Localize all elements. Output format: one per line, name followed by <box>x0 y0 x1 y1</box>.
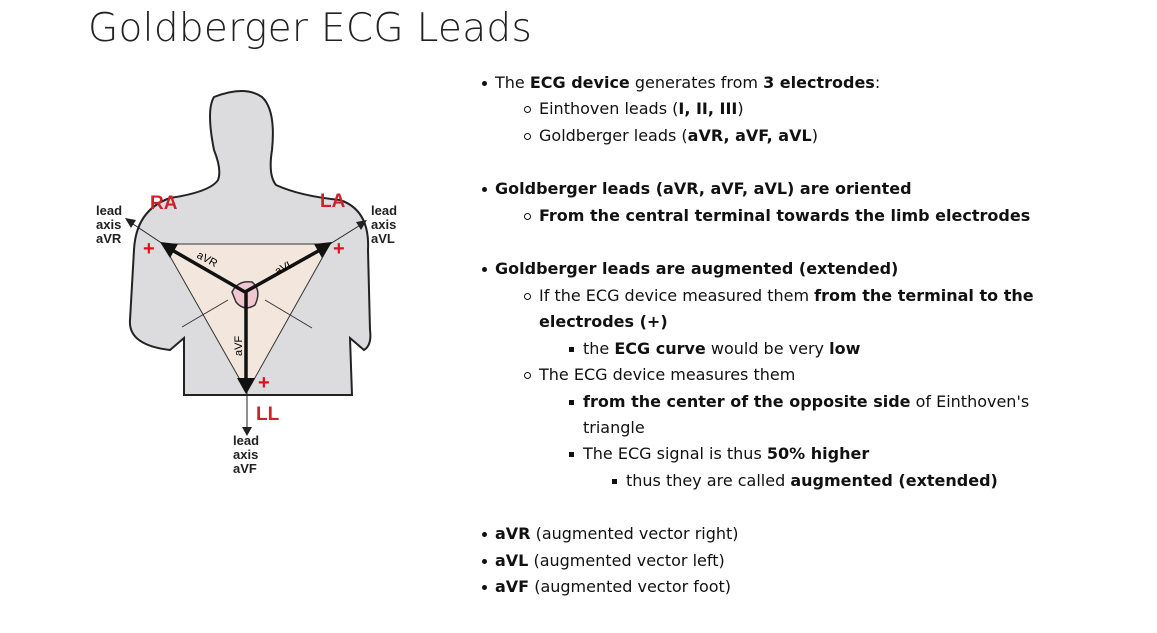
list-item: Goldberger leads (aVR, aVF, aVL) <box>524 123 818 149</box>
bold-text: electrodes (+) <box>539 312 668 331</box>
bullet-marker <box>524 293 531 300</box>
bold-text: 3 electrodes <box>763 73 875 92</box>
axis-avl-2: axis <box>371 217 396 232</box>
text: Goldberger leads ( <box>539 126 688 145</box>
axis-avl-3: aVL <box>371 231 395 246</box>
bold-text: aVR, aVF, aVL <box>687 126 812 145</box>
label-ra: RA <box>150 193 178 214</box>
list-item: The ECG signal is thus 50% higher <box>569 441 870 467</box>
bold-text: Goldberger leads (aVR, aVF, aVL) are ori… <box>495 179 912 198</box>
list-item: aVL (augmented vector left) <box>482 548 725 574</box>
text: of Einthoven's <box>910 392 1030 411</box>
axis-avf-1: lead <box>233 433 259 448</box>
bullet-marker <box>524 372 531 379</box>
text: If the ECG device measured them <box>539 286 815 305</box>
text: the <box>583 339 615 358</box>
bullet-marker <box>524 106 531 113</box>
bold-text: low <box>829 339 861 358</box>
axis-avf-2: axis <box>233 447 258 462</box>
torso-silhouette <box>128 90 372 396</box>
goldberger-leads-diagram: aVR aVL aVF RA LA LL + + + lead axis aVR… <box>96 90 397 476</box>
label-avf: aVF <box>233 336 245 356</box>
label-ll: LL <box>256 404 280 425</box>
bullet-marker <box>569 400 574 405</box>
bold-text: From the central terminal towards the li… <box>539 206 1031 225</box>
list-item: From the central terminal towards the li… <box>524 203 1031 229</box>
bullet-marker <box>569 347 574 352</box>
text: triangle <box>583 418 645 437</box>
bullet-marker <box>482 187 487 192</box>
text: (augmented vector foot) <box>529 577 732 596</box>
list-item: the ECG curve would be very low <box>569 336 861 362</box>
text: thus they are called <box>626 471 791 490</box>
bullet-marker <box>524 133 531 140</box>
list-item: Einthoven leads (I, II, III) <box>524 96 744 122</box>
list-item: electrodes (+) <box>539 309 668 335</box>
axis-avr-3: aVR <box>96 231 122 246</box>
list-item: The ECG device measures them <box>524 362 796 388</box>
label-la: LA <box>320 191 346 212</box>
bullet-marker <box>612 479 617 484</box>
text: (augmented vector left) <box>528 551 725 570</box>
list-item: Goldberger leads are augmented (extended… <box>482 256 899 282</box>
bullet-marker <box>569 452 574 457</box>
bullet-marker <box>482 585 487 590</box>
plus-la: + <box>333 238 345 260</box>
text: (augmented vector right) <box>530 524 739 543</box>
bullet-marker <box>482 267 487 272</box>
text: The ECG signal is thus <box>583 444 767 463</box>
text: would be very <box>705 339 830 358</box>
bold-text: aVF <box>495 577 530 596</box>
bullet-marker <box>524 213 531 220</box>
bullet-marker <box>482 81 487 86</box>
list-item: The ECG device generates from 3 electrod… <box>482 70 881 96</box>
bold-text: augmented (extended) <box>790 471 998 490</box>
axis-avr-1: lead <box>96 203 122 218</box>
axis-avl-1: lead <box>371 203 397 218</box>
bold-text: Goldberger leads are augmented (extended… <box>495 259 899 278</box>
text: generates from <box>629 73 764 92</box>
list-item: aVR (augmented vector right) <box>482 521 739 547</box>
text: Einthoven leads ( <box>539 99 679 118</box>
text: ) <box>811 126 818 145</box>
list-item: aVF (augmented vector foot) <box>482 574 732 600</box>
list-item: thus they are called augmented (extended… <box>612 468 998 494</box>
bold-text: I, II, III <box>678 99 738 118</box>
bullet-marker <box>482 532 487 537</box>
list-item: Goldberger leads (aVR, aVF, aVL) are ori… <box>482 176 912 202</box>
axis-avr-2: axis <box>96 217 121 232</box>
bold-text: aVL <box>495 551 529 570</box>
bold-text: ECG device <box>529 73 630 92</box>
axis-avf-3: aVF <box>233 461 257 476</box>
bold-text: 50% higher <box>766 444 870 463</box>
text: ) <box>737 99 744 118</box>
list-item: from the center of the opposite side of … <box>569 389 1030 415</box>
bold-text: aVR <box>495 524 531 543</box>
list-item: triangle <box>583 415 645 441</box>
text: : <box>874 73 881 92</box>
bullet-marker <box>482 559 487 564</box>
plus-ll: + <box>258 372 270 394</box>
text: The <box>495 73 530 92</box>
bold-text: from the terminal to the <box>814 286 1034 305</box>
text: The ECG device measures them <box>539 365 796 384</box>
page-title: Goldberger ECG Leads <box>88 6 533 51</box>
list-item: If the ECG device measured them from the… <box>524 283 1034 309</box>
plus-ra: + <box>143 238 155 260</box>
bold-text: from the center of the opposite side <box>583 392 911 411</box>
bold-text: ECG curve <box>614 339 706 358</box>
